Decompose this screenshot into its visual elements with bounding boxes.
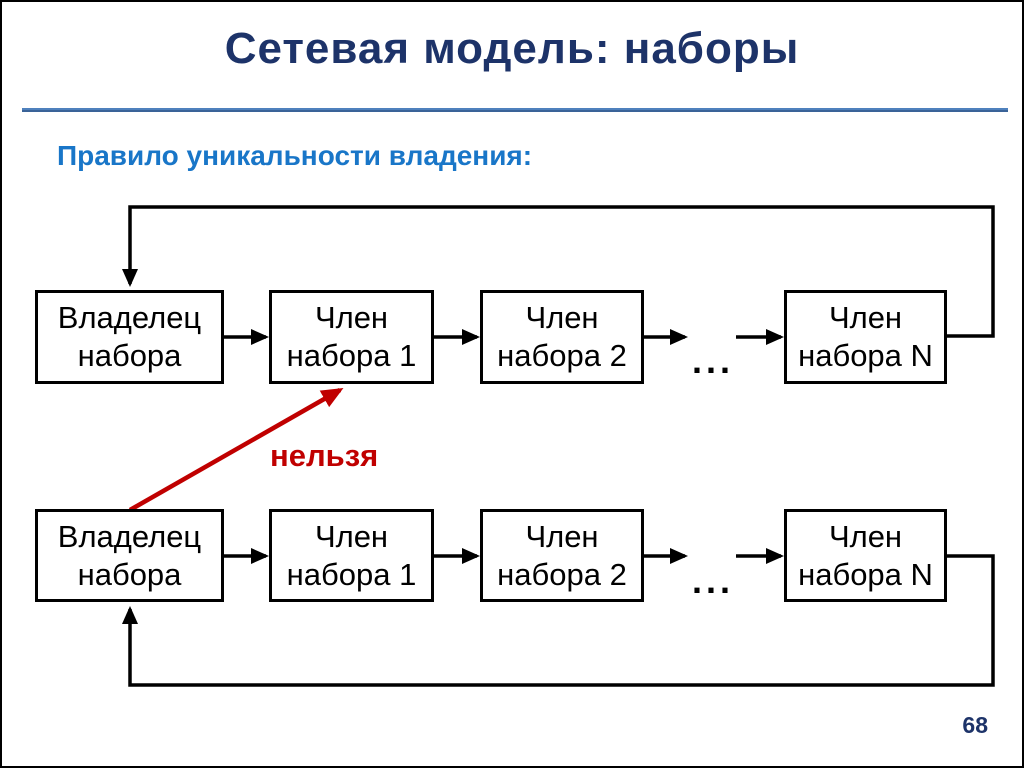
member2-box-bottom: Член набора 2 [480,509,644,602]
memberN-box-bottom-line1: Член [828,518,903,554]
member1-box-top-line2: набора 1 [286,338,417,373]
owner-box-top-line2: набора [77,338,182,373]
owner-box-bottom-line1: Владелец [57,518,202,554]
ellipsis-bottom-row: ... [691,560,734,601]
member2-box-top-line1: Член [525,300,599,335]
ellipsis-top-row: ... [691,340,734,381]
title-separator-rule [22,108,1008,112]
owner-box-bottom-line2: набора [77,556,182,592]
owner-box-bottom: Владелец набора [35,509,224,602]
member1-box-bottom-line2: набора 1 [286,556,417,592]
member1-box-top-line1: Член [314,300,389,335]
memberN-box-top-line2: набора N [798,338,933,373]
member2-box-top-line2: набора 2 [497,338,627,373]
memberN-box-top: Член набора N [784,290,947,384]
memberN-box-bottom: Член набора N [784,509,947,602]
member2-box-bottom-line2: набора 2 [497,556,627,592]
page-number: 68 [962,712,988,738]
owner-box-top-line1: Владелец [57,300,202,335]
memberN-box-bottom-line2: набора N [798,556,933,592]
member2-box-top: Член набора 2 [480,290,644,384]
member1-box-bottom: Член набора 1 [269,509,434,602]
memberN-box-top-line1: Член [828,300,903,335]
subtitle-ownership-rule: Правило уникальности владения: [57,140,533,171]
forbidden-label: нельзя [270,438,379,473]
member1-box-top: Член набора 1 [269,290,434,384]
owner-box-top: Владелец набора [35,290,224,384]
slide-title: Сетевая модель: наборы [224,24,800,73]
member1-box-bottom-line1: Член [314,518,389,554]
member2-box-bottom-line1: Член [525,518,599,554]
